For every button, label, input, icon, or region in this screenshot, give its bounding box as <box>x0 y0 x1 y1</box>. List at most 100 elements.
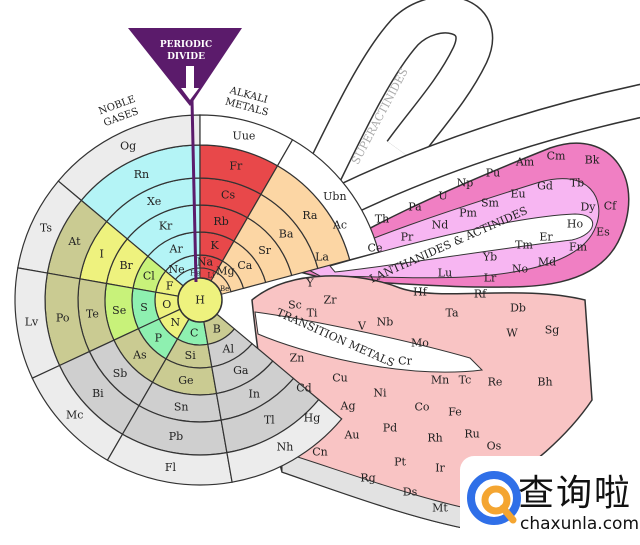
element-symbol: Lu <box>438 267 452 280</box>
element-symbol: Cd <box>296 382 311 395</box>
element-symbol: Eu <box>510 188 525 201</box>
element-symbol: Ge <box>178 374 193 387</box>
element-symbol: C <box>190 326 198 339</box>
element-symbol: Bk <box>585 154 600 167</box>
element-symbol: Sb <box>113 367 128 380</box>
element-symbol: Ar <box>169 242 184 255</box>
element-symbol: K <box>211 239 220 252</box>
element-cell-alkaline-earth <box>276 138 380 261</box>
element-symbol: Au <box>343 429 359 442</box>
element-symbol: F <box>166 279 174 292</box>
element-symbol: Fm <box>569 241 588 254</box>
element-symbol: Yb <box>482 251 497 264</box>
superactinides-band <box>300 0 640 216</box>
element-symbol: Ba <box>279 227 294 240</box>
element-symbol: Es <box>596 226 610 239</box>
element-symbol: Nh <box>277 441 294 454</box>
element-symbol: Sm <box>481 197 500 210</box>
element-symbol: Sr <box>258 244 272 257</box>
element-symbol: Y <box>305 277 314 290</box>
element-symbol: S <box>140 301 148 314</box>
element-symbol: Pd <box>383 422 397 435</box>
element-symbol: Og <box>120 139 136 152</box>
element-symbol: Ir <box>435 462 445 475</box>
element-symbol: Lv <box>25 316 39 329</box>
element-symbol: Cl <box>143 270 155 283</box>
element-symbol: Th <box>375 213 389 226</box>
element-symbol: Zr <box>324 294 338 307</box>
element-symbol: Cf <box>604 200 617 213</box>
periodic-divide-marker <box>128 28 242 106</box>
element-symbol: Lr <box>484 272 497 285</box>
divide-label-1: PERIODIC <box>160 40 212 50</box>
element-symbol: Sc <box>288 299 302 312</box>
element-symbol: Sg <box>545 324 560 337</box>
element-symbol: Ta <box>445 307 458 320</box>
divide-label-2: DIVIDE <box>167 52 205 62</box>
element-symbol: Pu <box>486 167 501 180</box>
element-symbol: Cm <box>547 150 566 163</box>
watermark-url: chaxunla.com <box>520 514 639 534</box>
element-symbol: Li <box>208 271 216 279</box>
element-symbol: Ru <box>464 428 479 441</box>
element-symbol: Gd <box>537 180 553 193</box>
element-symbol: Be <box>220 285 229 293</box>
element-cell-pnictogens <box>31 364 124 462</box>
element-symbol: Np <box>457 177 474 190</box>
element-symbol: Am <box>515 156 535 169</box>
element-symbol: Sn <box>174 400 189 413</box>
element-symbol: At <box>67 235 81 248</box>
element-symbol: No <box>512 263 529 276</box>
element-cell-halogens <box>17 180 83 274</box>
element-symbol: Al <box>222 342 235 355</box>
element-symbol: Er <box>539 231 553 244</box>
element-symbol: As <box>132 349 147 362</box>
element-symbol: Tb <box>570 177 584 190</box>
element-symbol: Ne <box>168 263 184 276</box>
element-symbol: Cn <box>312 446 328 459</box>
element-symbol: Fr <box>229 160 243 173</box>
element-symbol: Pr <box>401 231 414 244</box>
element-symbol: Ho <box>567 218 584 231</box>
element-symbol: Bh <box>537 376 552 389</box>
element-symbol: Dy <box>580 201 596 214</box>
element-symbol: Rb <box>213 215 228 228</box>
element-symbol: Md <box>538 256 556 269</box>
element-symbol: V <box>357 320 367 333</box>
element-symbol: Uue <box>233 129 256 142</box>
element-symbol: Nd <box>432 219 449 232</box>
watermark-brand: 查询啦 <box>518 473 633 514</box>
element-symbol: Fe <box>448 406 462 419</box>
element-symbol: Te <box>86 308 99 321</box>
element-symbol: Br <box>119 259 133 272</box>
element-symbol: Zn <box>290 352 305 365</box>
element-symbol: Pa <box>408 201 422 214</box>
element-symbol: Ds <box>403 486 418 499</box>
element-symbol: Fl <box>165 461 177 474</box>
element-symbol: W <box>506 327 518 340</box>
element-symbol: Mc <box>66 408 83 421</box>
element-symbol: H <box>195 294 205 307</box>
element-symbol: Rh <box>427 432 442 445</box>
element-symbol: Cr <box>398 355 412 368</box>
element-symbol: Mg <box>216 265 234 278</box>
spiral-sectors <box>14 114 380 486</box>
element-cell-hydrogen <box>177 277 223 323</box>
element-symbol: Mt <box>432 502 448 515</box>
element-symbol: Tc <box>459 374 472 387</box>
element-symbol: Pt <box>394 456 406 469</box>
element-symbol: Ga <box>233 364 249 377</box>
down-arrow-icon <box>181 66 199 100</box>
element-symbol: Ca <box>237 259 252 272</box>
element-symbol: Ts <box>40 222 53 235</box>
element-symbol: Nb <box>377 316 394 329</box>
element-symbol: Pm <box>459 207 477 220</box>
element-symbol: Tl <box>264 413 275 426</box>
element-symbol: La <box>315 251 329 264</box>
element-symbol: Ac <box>332 219 347 232</box>
element-symbol: Hg <box>304 412 321 425</box>
element-symbol: Rg <box>360 472 375 485</box>
element-symbol: Cu <box>332 372 348 385</box>
element-symbol: Na <box>197 255 214 268</box>
